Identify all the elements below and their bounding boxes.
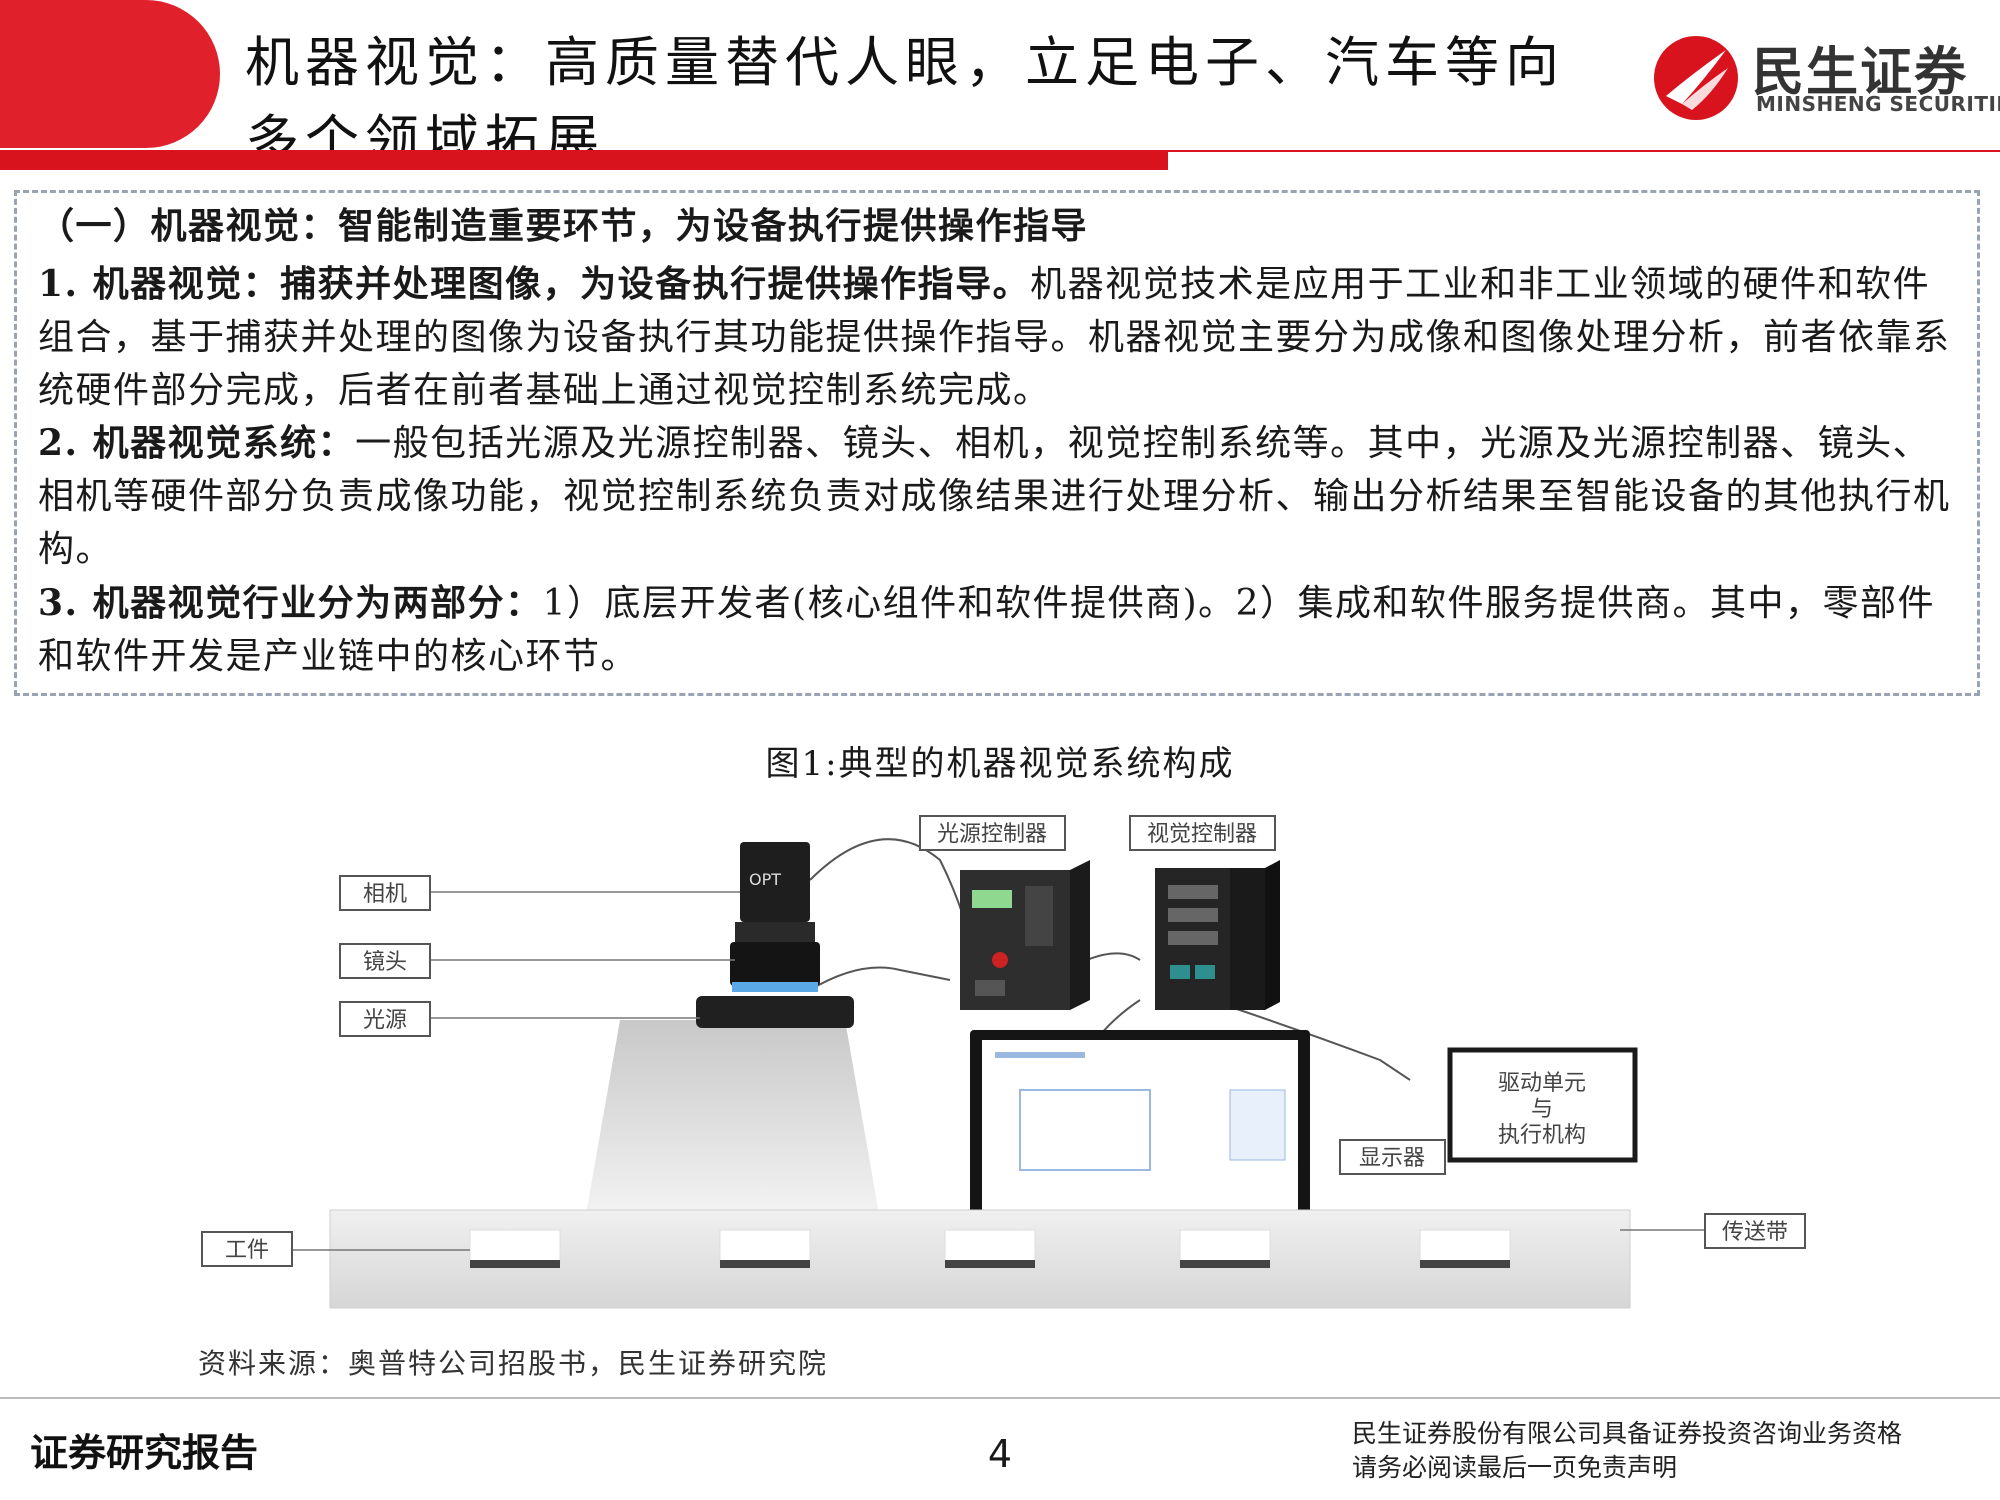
- svg-text:工件: 工件: [225, 1238, 269, 1263]
- svg-text:镜头: 镜头: [363, 950, 407, 975]
- drive-unit-label-2: 与: [1531, 1097, 1553, 1122]
- summary-box: [14, 190, 1980, 696]
- label-light-controller: 光源控制器: [919, 815, 1066, 851]
- svg-text:相机: 相机: [363, 882, 407, 907]
- point-2-lead: 2. 机器视觉系统：: [38, 422, 356, 464]
- light-controller-device-icon: [960, 860, 1090, 1010]
- point-3-lead: 3. 机器视觉行业分为两部分：: [38, 582, 543, 624]
- drive-unit-label-1: 驱动单元: [1498, 1071, 1586, 1096]
- monitor-icon: [970, 1030, 1310, 1270]
- figure-caption: 图1:典型的机器视觉系统构成: [765, 744, 1235, 784]
- point-1-lead: 1. 机器视觉：捕获并处理图像，为设备执行提供操作指导。: [38, 263, 1031, 305]
- label-camera: 相机: [339, 875, 431, 911]
- label-light-source: 光源: [339, 1001, 431, 1037]
- section-heading: （一）机器视觉：智能制造重要环节，为设备执行提供操作指导: [38, 205, 1089, 247]
- point-3-text: 1）底层开发者(核心组件和软件提供商)。2）集成和软件服务提供商。其中，零部件和…: [38, 583, 1936, 677]
- svg-text:光源: 光源: [363, 1008, 407, 1033]
- light-beam: [585, 1020, 880, 1220]
- summary-point-1: 1. 机器视觉：捕获并处理图像，为设备执行提供操作指导。机器视觉技术是应用于工业…: [38, 258, 1958, 417]
- footer-report-label: 证券研究报告: [30, 1431, 259, 1475]
- point-1-text: 机器视觉技术是应用于工业和非工业领域的硬件和软件组合，基于捕获并处理的图像为设备…: [38, 264, 1951, 411]
- workpiece-shadows: [470, 1260, 1510, 1268]
- ring-light-icon: [696, 996, 854, 1028]
- camera-icon: OPT: [730, 842, 820, 992]
- header-red-bar: [0, 150, 1168, 170]
- svg-text:光源控制器: 光源控制器: [937, 822, 1047, 847]
- footer-qualification: 民生证券股份有限公司具备证券投资咨询业务资格: [1352, 1419, 1903, 1448]
- drive-unit-box: [1447, 1047, 1638, 1163]
- source-note: 资料来源：奥普特公司招股书，民生证券研究院: [198, 1347, 829, 1380]
- label-conveyor: 传送带: [1704, 1213, 1806, 1249]
- label-lens: 镜头: [339, 943, 431, 979]
- logo-text-cn: 民生证券: [1752, 43, 1969, 103]
- svg-text:显示器: 显示器: [1359, 1146, 1425, 1171]
- svg-text:传送带: 传送带: [1722, 1220, 1788, 1245]
- summary-point-3: 3. 机器视觉行业分为两部分：1）底层开发者(核心组件和软件提供商)。2）集成和…: [38, 577, 1958, 683]
- header-red-shape: [0, 0, 220, 148]
- drive-unit-label-3: 执行机构: [1498, 1123, 1586, 1148]
- footer-disclaimer: 请务必阅读最后一页免责声明: [1352, 1453, 1678, 1482]
- minsheng-logo-icon: [1654, 36, 1738, 120]
- label-workpiece: 工件: [201, 1231, 293, 1267]
- leader-lines: [292, 891, 1705, 1251]
- point-2-text: 一般包括光源及光源控制器、镜头、相机，视觉控制系统等。其中，光源及光源控制器、镜…: [38, 423, 1951, 570]
- header-thin-line: [1168, 150, 2000, 152]
- label-display: 显示器: [1339, 1139, 1446, 1175]
- vision-controller-device-icon: [1155, 860, 1280, 1010]
- footer-divider: [0, 1397, 2000, 1399]
- svg-text:OPT: OPT: [749, 870, 781, 889]
- summary-point-2: 2. 机器视觉系统：一般包括光源及光源控制器、镜头、相机，视觉控制系统等。其中，…: [38, 417, 1958, 576]
- logo-text-en: MINSHENG SECURITIES: [1756, 92, 2000, 116]
- machine-vision-diagram: OPT 驱动单元 与 执行机构: [201, 815, 1806, 1309]
- page-title-line1: 机器视觉：高质量替代人眼，立足电子、汽车等向: [245, 31, 1565, 94]
- label-vision-controller: 视觉控制器: [1129, 815, 1276, 851]
- page-number: 4: [987, 1432, 1013, 1476]
- svg-text:视觉控制器: 视觉控制器: [1147, 822, 1257, 847]
